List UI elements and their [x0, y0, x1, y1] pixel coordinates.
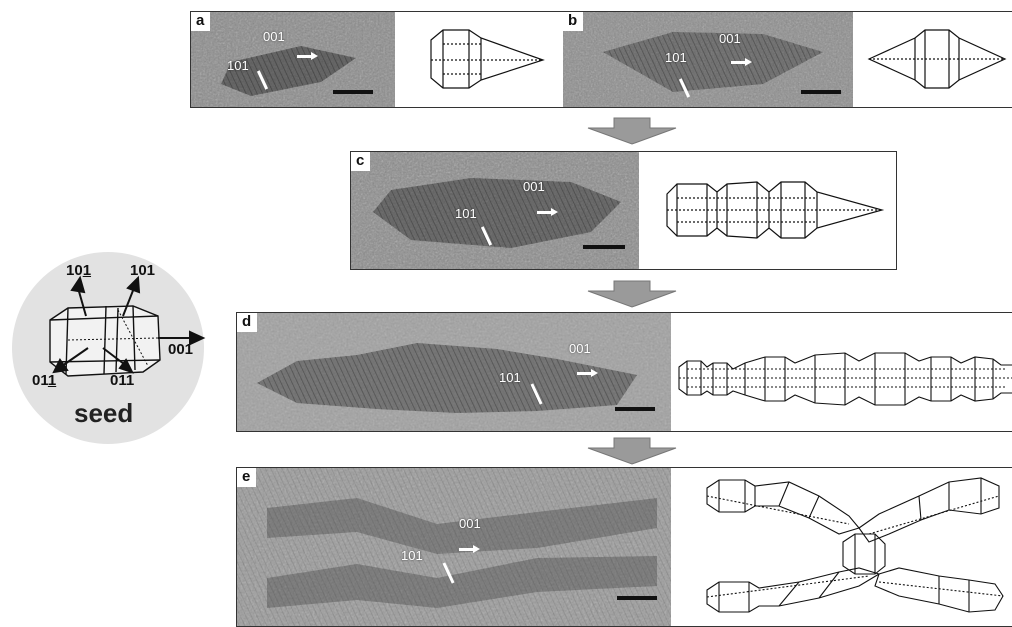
panel-a-schematic: [421, 22, 551, 97]
panel-e-index-101: 101: [401, 548, 423, 563]
tem-image-c: [351, 152, 639, 269]
seed-index-011: 011: [110, 372, 134, 389]
panel-e-index-001: 001: [459, 516, 481, 531]
seed-diagram: 101 101 001 011 011 seed: [8, 248, 208, 448]
panel-label-b: b: [563, 12, 583, 31]
panel-row-c: c 001 101: [350, 151, 897, 270]
panel-c-index-101: 101: [455, 206, 477, 221]
panel-b-arrow-001: [731, 61, 747, 64]
panel-b-index-001: 001: [719, 31, 741, 46]
panel-e-scale-bar: [617, 596, 657, 600]
tem-texture-d: [237, 313, 671, 431]
panel-a-arrow-001: [297, 55, 313, 58]
panel-row-ab: a 001 101 b 001 101: [190, 11, 1012, 108]
down-arrow-3: [584, 436, 680, 466]
panel-d-index-001: 001: [569, 341, 591, 356]
panel-c-schematic: [657, 172, 887, 247]
panel-row-e: e 001 101: [236, 467, 1012, 627]
panel-b-schematic: [867, 24, 1007, 94]
panel-e-arrow-001: [459, 548, 475, 551]
panel-label-a: a: [191, 12, 210, 31]
panel-a-index-001: 001: [263, 29, 285, 44]
panel-d-arrow-001: [577, 372, 593, 375]
seed-index-101: 101: [130, 262, 155, 279]
tem-image-d: [237, 313, 671, 431]
panel-label-c: c: [351, 152, 370, 171]
down-arrow-2: [584, 279, 680, 309]
panel-a-index-101: 101: [227, 58, 249, 73]
down-arrow-1: [584, 116, 680, 146]
panel-c-index-001: 001: [523, 179, 545, 194]
panel-row-d: d 001 101: [236, 312, 1012, 432]
panel-d-index-101: 101: [499, 370, 521, 385]
panel-d-scale-bar: [615, 407, 655, 411]
seed-caption: seed: [74, 398, 133, 429]
panel-d-schematic: [675, 341, 1012, 415]
panel-a-scale-bar: [333, 90, 373, 94]
tem-texture-c: [351, 152, 639, 269]
panel-c-arrow-001: [537, 211, 553, 214]
panel-label-d: d: [237, 313, 257, 332]
seed-index-10-1: 101: [66, 262, 91, 279]
panel-b-scale-bar: [801, 90, 841, 94]
panel-e-schematic: [699, 472, 1009, 622]
tem-image-e: [237, 468, 671, 626]
panel-c-scale-bar: [583, 245, 625, 249]
tem-texture-e: [237, 468, 671, 626]
panel-b-index-101: 101: [665, 50, 687, 65]
seed-index-001: 001: [168, 341, 193, 358]
seed-index-01-1: 011: [32, 372, 56, 389]
panel-label-e: e: [237, 468, 256, 487]
